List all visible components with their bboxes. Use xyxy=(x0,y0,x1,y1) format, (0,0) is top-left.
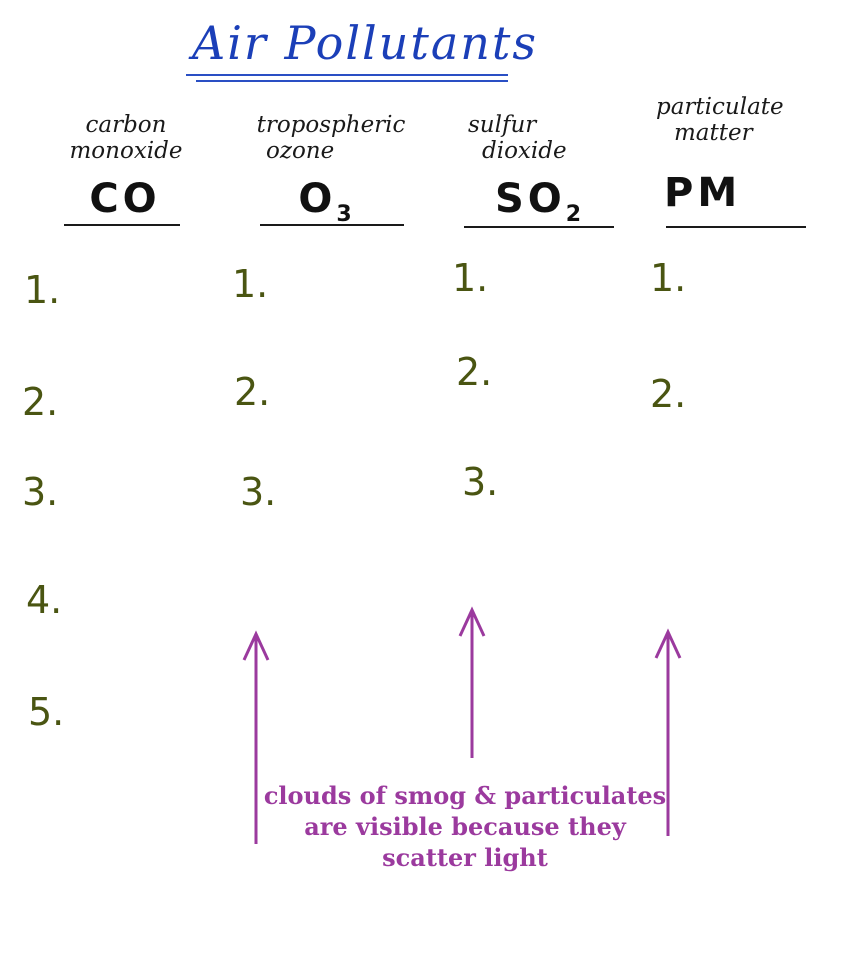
column-name-line1: tropospheric xyxy=(256,112,406,138)
column-name-line2: dioxide xyxy=(482,138,567,164)
symbol-text: CO xyxy=(89,176,161,222)
symbol-text: O xyxy=(298,176,337,222)
caption-line: scatter light xyxy=(382,843,548,872)
column-header-pm: particulate matter xyxy=(656,94,806,146)
up-arrow-icon xyxy=(654,628,682,836)
column-name-line2: ozone xyxy=(266,138,335,164)
list-item: 1. xyxy=(24,268,61,312)
list-item: 3. xyxy=(22,470,59,514)
column-underline xyxy=(260,224,404,226)
list-item: 1. xyxy=(650,256,687,300)
list-item: 3. xyxy=(240,470,277,514)
column-underline xyxy=(666,226,806,228)
title-underline xyxy=(196,80,508,82)
list-item: 4. xyxy=(26,578,63,622)
caption: clouds of smog & particulates are visibl… xyxy=(260,780,670,873)
symbol-subscript: 2 xyxy=(565,202,582,227)
up-arrow-icon xyxy=(458,606,486,758)
column-name-line1: particulate xyxy=(656,94,784,120)
list-item: 2. xyxy=(650,372,687,416)
page-title: Air Pollutants xyxy=(192,16,539,70)
caption-line: are visible because they xyxy=(304,812,626,841)
column-name-line2: monoxide xyxy=(69,138,183,164)
title-underline xyxy=(186,74,508,76)
list-item: 1. xyxy=(452,256,489,300)
list-item: 2. xyxy=(234,370,271,414)
up-arrow-icon xyxy=(242,630,270,844)
column-symbol-co: CO xyxy=(70,176,180,227)
symbol-text: SO xyxy=(494,176,566,222)
list-item: 5. xyxy=(28,690,65,734)
column-name-line1: carbon xyxy=(85,112,167,138)
caption-line: clouds of smog & particulates xyxy=(263,781,667,810)
column-header-co: carbon monoxide xyxy=(58,112,194,164)
column-symbol-pm: PM xyxy=(664,170,764,221)
column-underline xyxy=(464,226,614,228)
column-underline xyxy=(64,224,180,226)
column-header-o3: tropospheric ozone xyxy=(246,112,416,164)
column-symbol-so2: SO2 xyxy=(478,176,598,227)
column-symbol-o3: O3 xyxy=(270,176,380,227)
list-item: 1. xyxy=(232,262,269,306)
list-item: 2. xyxy=(456,350,493,394)
list-item: 2. xyxy=(22,380,59,424)
column-name-line2: matter xyxy=(674,120,753,146)
list-item: 3. xyxy=(462,460,499,504)
column-header-so2: sulfur dioxide xyxy=(468,112,588,164)
symbol-text: PM xyxy=(664,170,742,216)
column-name-line1: sulfur xyxy=(468,112,537,138)
symbol-subscript: 3 xyxy=(336,202,352,227)
